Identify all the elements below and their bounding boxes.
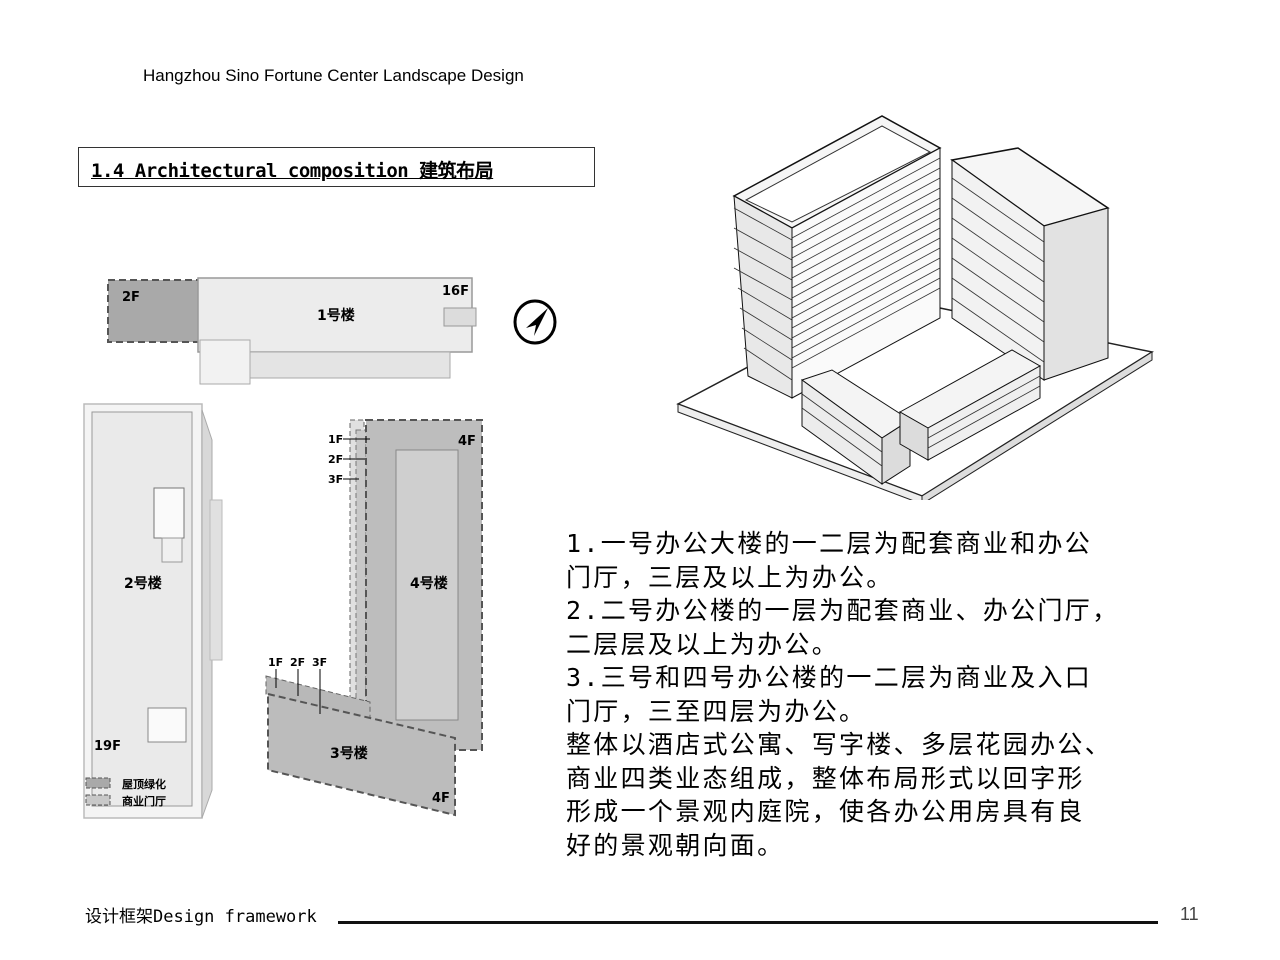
building-1-floors-left-label: 2F [122,290,140,305]
step-label-h-2f: 2F [290,656,305,669]
building-2-plan: 2号楼 19F [83,403,223,819]
horizontal-step-labels: 1F 2F 3F [268,656,327,714]
building-2-label: 2号楼 [124,575,162,592]
site-plan-diagram: 2F 16F 1号楼 2号楼 19F 4号楼 4F 1F 2F 3F [83,277,483,819]
section-title: 1.4 Architectural composition 建筑布局 [91,160,494,182]
building-1-podium-roof [107,279,201,343]
layout-description-text: 1.一号办公大楼的一二层为配套商业和办公 门厅，三层及以上为办公。 2.二号办公… [566,529,1120,860]
step-label-3f: 3F [328,473,343,486]
plan-legend: 屋顶绿化 商业门厅 [85,777,166,808]
building-4-plan: 4号楼 4F 1F 2F 3F [328,419,483,751]
step-label-2f: 2F [328,453,343,466]
building-3-label: 3号楼 [330,745,368,762]
building-1-label: 1号楼 [317,307,355,324]
building-1-plan: 2F 16F 1号楼 [107,277,477,385]
building-1-floors-right-label: 16F [442,284,469,299]
legend-label-roof-garden: 屋顶绿化 [122,777,166,791]
building-4-label: 4号楼 [410,575,448,592]
page-number: 11 [1180,904,1199,924]
building-4-floors-label: 4F [458,434,476,449]
building-3-floors-label: 4F [432,791,450,806]
legend-swatch-commercial-lobby [85,794,111,806]
document-header-title: Hangzhou Sino Fortune Center Landscape D… [143,66,524,85]
legend-swatch-roof-garden [85,777,111,789]
footer-label: 设计框架Design framework [85,907,317,927]
legend-label-commercial-lobby: 商业门厅 [122,794,166,808]
step-label-1f: 1F [328,433,343,446]
building-3-plan: 3号楼 4F 1F 2F 3F [265,656,456,817]
north-arrow-icon [513,299,557,345]
tower-1-window-lines [733,157,941,381]
building-2-floors-label: 19F [94,739,121,754]
section-title-box [78,147,595,187]
vertical-step-labels: 1F 2F 3F [328,433,370,486]
tower-2-window-lines [951,177,1045,363]
axonometric-building-drawing [676,115,1154,500]
step-label-h-1f: 1F [268,656,283,669]
step-label-h-3f: 3F [312,656,327,669]
footer-rule [338,921,1158,924]
